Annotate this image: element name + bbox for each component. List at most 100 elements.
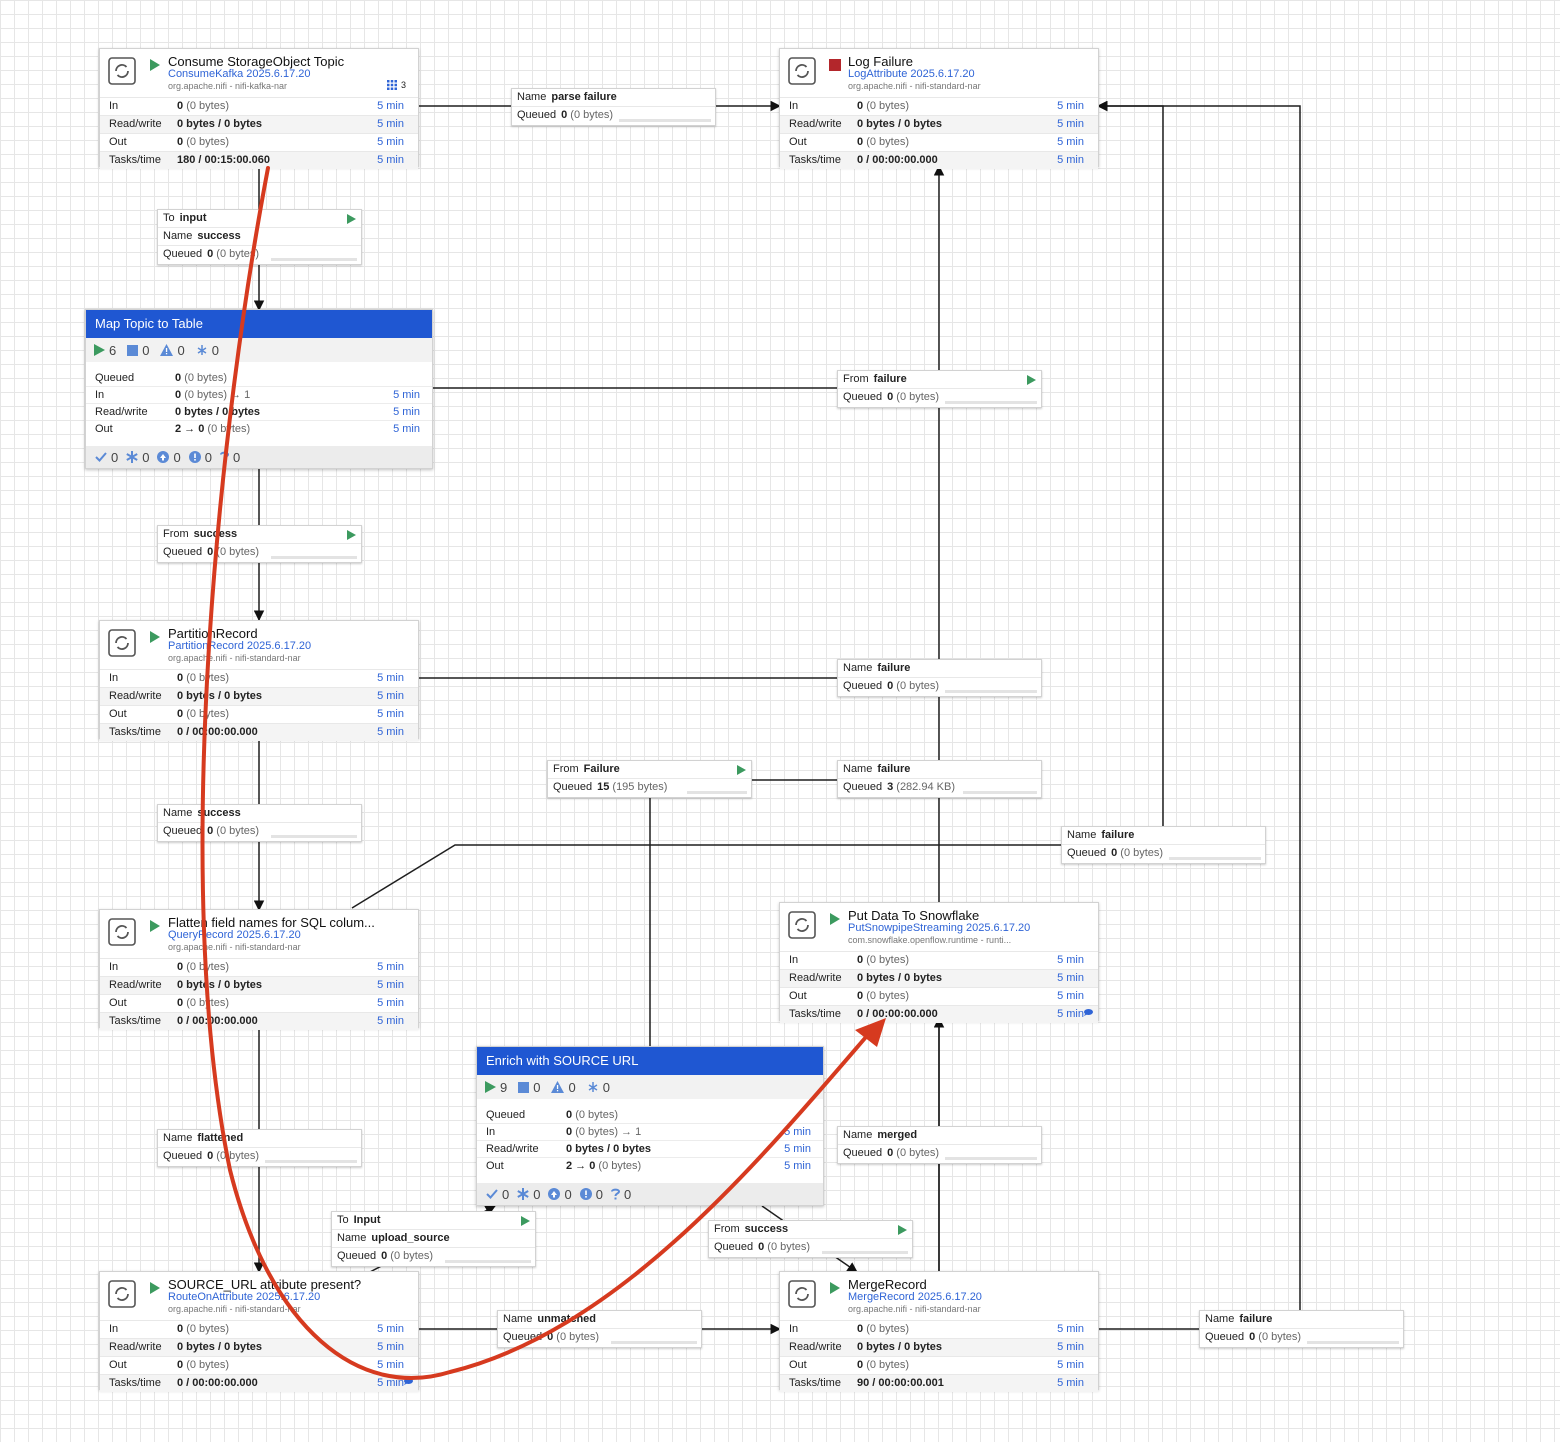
stale-icon [548,1188,561,1200]
processor-type[interactable]: ConsumeKafka 2025.6.17.20 [168,68,311,80]
play-icon[interactable] [521,1216,530,1226]
running-icon [94,344,105,356]
processor-log-failure[interactable]: Log Failure LogAttribute 2025.6.17.20 or… [779,48,1099,169]
stopped-icon[interactable] [829,59,841,71]
processor-bundle: org.apache.nifi - nifi-kafka-nar [168,81,288,91]
processor-partitionrecord[interactable]: PartitionRecord PartitionRecord 2025.6.1… [99,620,419,741]
invalid-warning-icon [160,344,174,356]
play-icon[interactable] [898,1225,907,1235]
processor-flatten-field-names[interactable]: Flatten field names for SQL colum... Que… [99,909,419,1030]
threads-count: 3 [400,80,406,90]
running-icon[interactable] [149,920,161,932]
running-icon[interactable] [829,1282,841,1294]
running-icon[interactable] [829,913,841,925]
modified-stale-icon [188,451,201,463]
processor-icon [108,629,136,657]
processor-type[interactable]: QueryRecord 2025.6.17.20 [168,929,301,941]
sync-failure-icon [219,451,229,463]
threads-indicator: 3 [386,80,406,90]
running-icon[interactable] [149,1282,161,1294]
processor-mergerecord[interactable]: MergeRecord MergeRecord 2025.6.17.20 org… [779,1271,1099,1392]
processor-type[interactable]: LogAttribute 2025.6.17.20 [848,68,975,80]
stopped-icon [127,344,139,356]
process-group-title[interactable]: Map Topic to Table [86,310,432,338]
processor-name: Log Failure [848,54,914,69]
running-icon[interactable] [149,59,161,71]
processor-bundle: org.apache.nifi - nifi-standard-nar [848,1304,981,1314]
process-group-title[interactable]: Enrich with SOURCE URL [477,1047,823,1075]
processor-type[interactable]: MergeRecord 2025.6.17.20 [848,1291,982,1303]
up-to-date-icon [486,1189,498,1199]
comment-icon[interactable] [404,1378,413,1385]
processor-bundle: org.apache.nifi - nifi-standard-nar [168,1304,301,1314]
processor-consume-storageobject-topic[interactable]: Consume StorageObject Topic ConsumeKafka… [99,48,419,169]
processor-source-url-attribute-present[interactable]: SOURCE_URL attribute present? RouteOnAtt… [99,1271,419,1392]
disabled-icon [588,1082,598,1092]
processor-icon [108,57,136,85]
processor-put-data-to-snowflake[interactable]: Put Data To Snowflake PutSnowpipeStreami… [779,902,1099,1023]
running-icon [485,1081,496,1093]
processor-type[interactable]: RouteOnAttribute 2025.6.17.20 [168,1291,321,1303]
disabled-icon [197,345,207,355]
processor-type[interactable]: PutSnowpipeStreaming 2025.6.17.20 [848,922,1031,934]
line-merge-failure [1096,100,1301,1330]
processor-type[interactable]: PartitionRecord 2025.6.17.20 [168,640,312,652]
play-icon[interactable] [737,765,746,775]
processor-icon [108,1280,136,1308]
processor-bundle: org.apache.nifi - nifi-standard-nar [848,81,981,91]
running-icon[interactable] [149,631,161,643]
up-to-date-icon [95,452,107,462]
play-icon[interactable] [347,214,356,224]
processor-name: Consume StorageObject Topic [168,54,345,69]
processor-bundle: org.apache.nifi - nifi-standard-nar [168,942,301,952]
process-group-status: 6 0 0 0 [86,338,432,362]
play-icon[interactable] [347,530,356,540]
processor-icon [788,1280,816,1308]
play-icon[interactable] [1027,375,1036,385]
locally-modified-icon [126,451,138,463]
comment-icon[interactable] [1084,1009,1093,1016]
processor-icon [788,57,816,85]
processor-name: Put Data To Snowflake [848,908,980,923]
processor-name: MergeRecord [848,1277,927,1292]
invalid-warning-icon [551,1081,565,1093]
